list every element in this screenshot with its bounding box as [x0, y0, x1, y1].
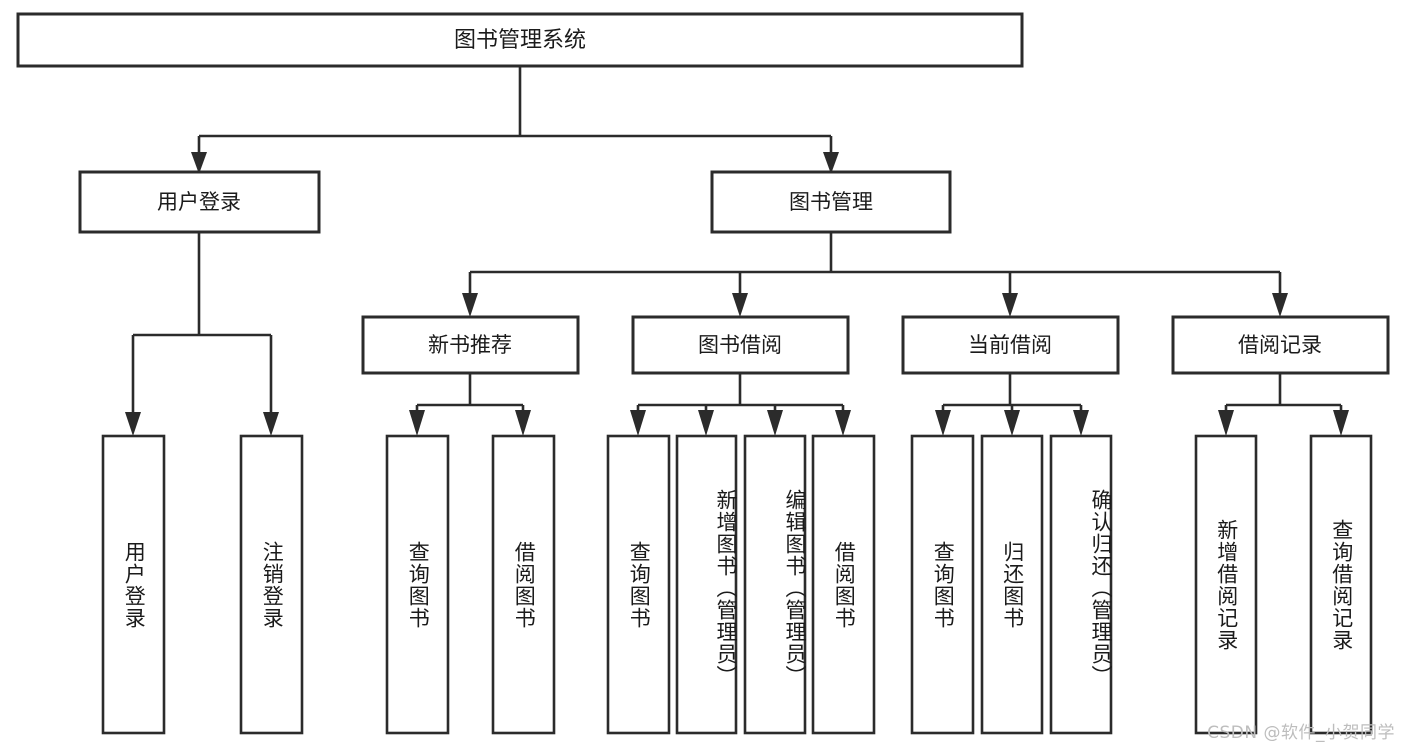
leaf-box-new-book-1[interactable] — [385, 434, 450, 735]
node-new-book-recommend-box[interactable] — [361, 315, 580, 375]
node-book-borrow-box[interactable] — [631, 315, 850, 375]
leaf-box-borrow-record-2[interactable] — [1309, 434, 1373, 735]
node-current-borrow-box[interactable] — [901, 315, 1120, 375]
watermark-text: CSDN @软件_小贺同学 — [1207, 723, 1395, 743]
arrow-head-nbr-leaf2 — [515, 410, 531, 436]
leaf-box-book-borrow-1[interactable] — [606, 434, 671, 735]
node-book-borrow[interactable]: 图书借阅 — [631, 315, 850, 375]
leaf-box-book-borrow-3[interactable] — [743, 434, 807, 735]
leaf-box-current-borrow-2[interactable] — [980, 434, 1044, 735]
node-new-book-recommend-label: 新书推荐 — [428, 333, 512, 357]
arrow-head-br-leaf2 — [1333, 410, 1349, 436]
node-root-system-label: 图书管理系统 — [454, 28, 586, 53]
leaf-box-book-borrow-2[interactable] — [675, 434, 738, 735]
leaf-box-current-borrow-3[interactable] — [1049, 434, 1113, 735]
arrow-head-cb-leaf2 — [1004, 410, 1020, 436]
node-user-login-label: 用户登录 — [157, 190, 241, 214]
arrow-head-user-login — [191, 152, 207, 174]
node-user-login[interactable]: 用户登录 — [78, 170, 321, 234]
arrow-head-nbr-leaf1 — [409, 410, 425, 436]
arrow-head-ul-leaf2 — [263, 412, 279, 436]
arrow-head-cb-leaf1 — [935, 410, 951, 436]
arrow-head-l2-b — [732, 293, 748, 317]
arrow-head-cb-leaf3 — [1073, 410, 1089, 436]
node-borrow-records-label: 借阅记录 — [1238, 333, 1322, 357]
node-book-management-label: 图书管理 — [789, 190, 873, 214]
arrow-head-br-leaf1 — [1218, 410, 1234, 436]
leaf-box-new-book-2[interactable] — [491, 434, 556, 735]
leaf-box-book-borrow-4[interactable] — [811, 434, 876, 735]
node-user-login-box[interactable] — [78, 170, 321, 234]
node-book-management-box[interactable] — [710, 170, 952, 234]
arrow-head-bb-leaf2 — [698, 410, 714, 436]
arrow-head-l2-a — [462, 293, 478, 317]
node-current-borrow-label: 当前借阅 — [968, 333, 1052, 357]
node-borrow-records[interactable]: 借阅记录 — [1171, 315, 1390, 375]
node-book-management[interactable]: 图书管理 — [710, 170, 952, 234]
leaf-box-current-borrow-1[interactable] — [910, 434, 975, 735]
node-root-system-box[interactable] — [16, 12, 1024, 68]
arrow-head-bb-leaf3 — [767, 410, 783, 436]
arrow-head-l2-d — [1272, 293, 1288, 317]
arrow-head-ul-leaf1 — [125, 412, 141, 436]
arrow-head-l2-c — [1002, 293, 1018, 317]
node-book-borrow-label: 图书借阅 — [698, 333, 782, 357]
leaf-box-user-login-1[interactable] — [101, 434, 166, 735]
node-new-book-recommend[interactable]: 新书推荐 — [361, 315, 580, 375]
leaf-box-borrow-record-1[interactable] — [1194, 434, 1258, 735]
node-borrow-records-box[interactable] — [1171, 315, 1390, 375]
connector-group — [125, 66, 1349, 436]
node-root-system[interactable]: 图书管理系统 — [16, 12, 1024, 68]
leaf-box-user-login-2[interactable] — [239, 434, 304, 735]
arrow-head-book-mgmt — [823, 152, 839, 174]
arrow-head-bb-leaf4 — [835, 410, 851, 436]
arrow-head-bb-leaf1 — [630, 410, 646, 436]
node-current-borrow[interactable]: 当前借阅 — [901, 315, 1120, 375]
